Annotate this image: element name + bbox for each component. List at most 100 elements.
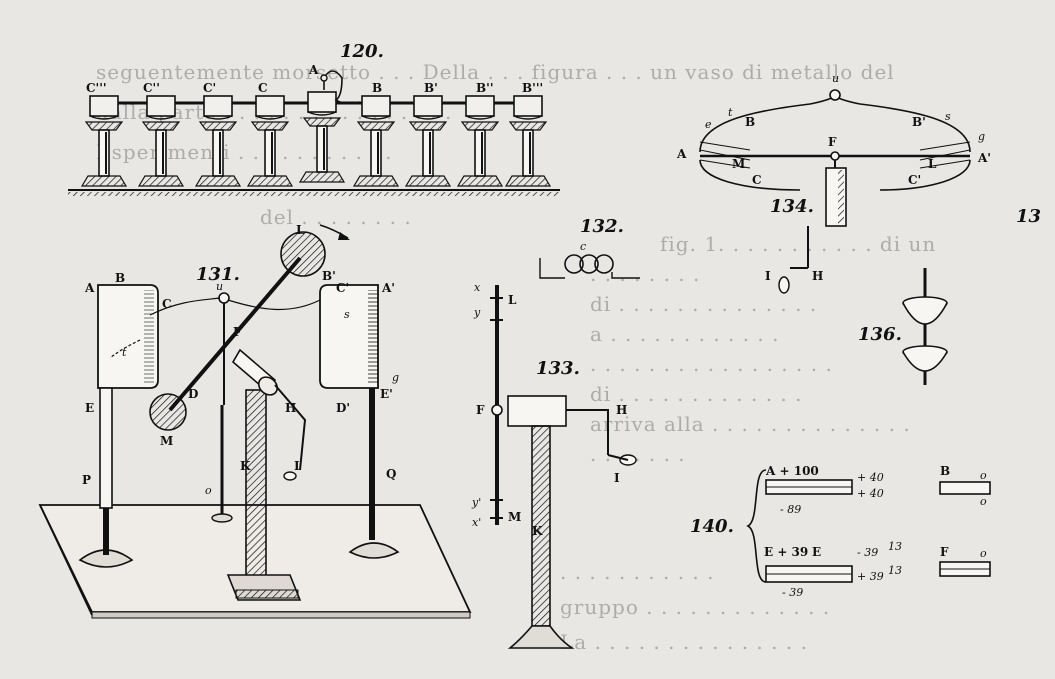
label: e bbox=[705, 118, 712, 131]
label: t bbox=[728, 106, 733, 119]
label: E + 39 bbox=[764, 545, 808, 559]
figure-number: 132. bbox=[580, 216, 624, 237]
label: s bbox=[945, 110, 951, 123]
label: K bbox=[532, 524, 543, 538]
label: o bbox=[980, 547, 987, 560]
label: 13 bbox=[888, 540, 902, 553]
label: L bbox=[508, 293, 517, 307]
bg-text-line: . . . . . . . bbox=[590, 442, 686, 466]
figure-number: 134. bbox=[770, 196, 814, 217]
label: H bbox=[616, 403, 627, 417]
label: o bbox=[205, 484, 212, 497]
bg-text-line: di . . . . . . . . . . . . . . bbox=[590, 292, 818, 316]
label: o bbox=[980, 469, 987, 482]
label: B' bbox=[424, 81, 438, 95]
label: g bbox=[978, 130, 985, 143]
label: x' bbox=[472, 516, 481, 529]
label: B'' bbox=[476, 81, 494, 95]
label: E' bbox=[380, 387, 393, 401]
label: o bbox=[980, 495, 987, 508]
label: u bbox=[216, 280, 223, 293]
label: + 40 bbox=[857, 471, 884, 484]
bg-text-line: Esperimenti . . . . . . . . . . . bbox=[96, 140, 393, 164]
label: + 40 bbox=[857, 487, 884, 500]
figure-134: 134. u e t B B' s g A A' M L F C C' I bbox=[676, 72, 991, 294]
bg-text-line: La . . . . . . . . . . . . . . . bbox=[560, 630, 808, 654]
bg-text-line: arriva alla . . . . . . . . . . . . . . bbox=[590, 412, 911, 436]
label: F bbox=[476, 403, 485, 417]
label: I bbox=[294, 459, 300, 473]
bg-text-line: seguentemente morsetto . . . Della . . .… bbox=[96, 60, 895, 84]
label: D bbox=[188, 387, 198, 401]
bg-text-line: fig. 1. . . . . . . . . . . di un bbox=[660, 232, 937, 256]
label: y' bbox=[471, 496, 481, 509]
label: g bbox=[392, 371, 399, 384]
label: + 39 bbox=[857, 570, 884, 583]
label: L bbox=[928, 157, 937, 171]
bg-text-line: a . . . . . . . . . . . . bbox=[590, 322, 780, 346]
bg-text-line: . . . . . . . . . . . bbox=[560, 560, 715, 584]
figure-131: 131. bbox=[38, 223, 472, 619]
label: F bbox=[940, 545, 949, 559]
label: B' bbox=[912, 115, 926, 129]
label: - 89 bbox=[780, 503, 801, 516]
figure-132: 132. c bbox=[539, 216, 640, 279]
label: P bbox=[82, 473, 91, 487]
label: t bbox=[122, 346, 127, 359]
label: A bbox=[84, 281, 95, 295]
bg-text-line: gruppo . . . . . . . . . . . . . bbox=[560, 595, 831, 619]
label: C bbox=[162, 297, 172, 311]
figure-number: 136. bbox=[858, 324, 902, 345]
label: A bbox=[308, 63, 319, 77]
label: M bbox=[732, 157, 745, 171]
label: M bbox=[508, 510, 521, 524]
label: y bbox=[473, 306, 481, 319]
figure-number: 140. bbox=[690, 516, 734, 537]
label: C' bbox=[336, 281, 349, 295]
label: K bbox=[240, 459, 251, 473]
label: C'' bbox=[143, 81, 160, 95]
label: x bbox=[474, 281, 481, 294]
label: E bbox=[812, 545, 821, 559]
label: B bbox=[745, 115, 755, 129]
label: B bbox=[940, 464, 950, 478]
figure-140: 140. A + 100 + 40 + 40 - 89 B o o E + 39… bbox=[690, 464, 991, 599]
figure-135: 13 bbox=[1016, 206, 1041, 227]
bg-text-line: di . . . . . . . . . . . . . bbox=[590, 382, 803, 406]
label: B bbox=[372, 81, 382, 95]
label: c bbox=[580, 240, 586, 253]
label: L bbox=[296, 223, 305, 237]
figure-120: 120. C''' C'' C' C A B B' B'' B''' bbox=[68, 41, 560, 196]
label: C bbox=[258, 81, 268, 95]
label: E bbox=[85, 401, 94, 415]
figure-number: 13 bbox=[1016, 206, 1041, 227]
label: - 39 bbox=[857, 546, 878, 559]
figure-133: 133. x y L F H I K M y' x' bbox=[471, 281, 637, 649]
figure-number: 120. bbox=[340, 41, 384, 62]
label: B' bbox=[322, 269, 336, 283]
figure-136: 136. bbox=[858, 268, 948, 385]
label: A' bbox=[977, 151, 991, 165]
label: C' bbox=[203, 81, 216, 95]
label: C bbox=[752, 173, 762, 187]
label: 13 bbox=[888, 564, 902, 577]
label: C''' bbox=[86, 81, 107, 95]
label: I bbox=[765, 269, 771, 283]
label: Q bbox=[386, 467, 396, 481]
label: - 39 bbox=[782, 586, 803, 599]
figure-number: 131. bbox=[196, 264, 240, 285]
label: H bbox=[285, 401, 296, 415]
label: D' bbox=[336, 401, 350, 415]
label: A' bbox=[381, 281, 395, 295]
label: I bbox=[614, 471, 620, 485]
label: M bbox=[160, 434, 173, 448]
bg-text-line: . . . . . . . . . . . . . . . . . bbox=[590, 352, 833, 376]
label: u bbox=[832, 72, 839, 85]
label: s bbox=[344, 308, 350, 321]
label: B''' bbox=[522, 81, 543, 95]
label: F bbox=[828, 135, 837, 149]
label: A + 100 bbox=[765, 464, 819, 478]
bg-text-line: del . . . . . . . . bbox=[260, 205, 412, 229]
label: C' bbox=[908, 173, 921, 187]
